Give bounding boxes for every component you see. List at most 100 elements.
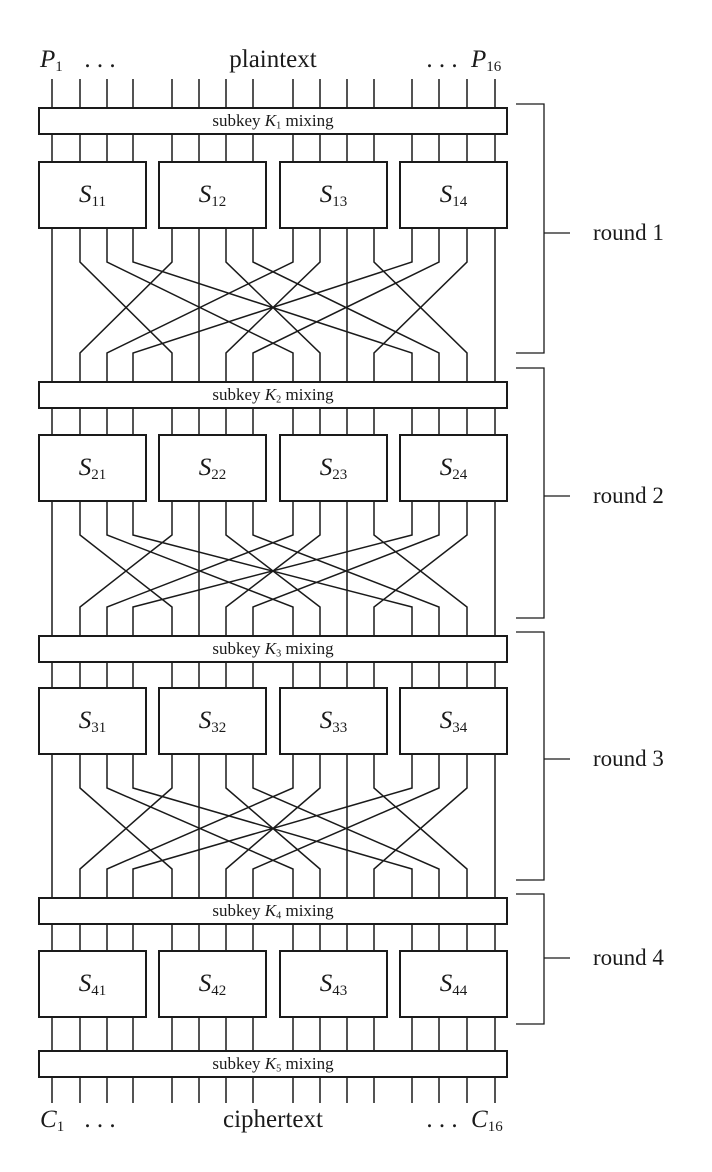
sbox [38, 434, 147, 502]
subkey-bar-label-part: subkey [212, 111, 265, 130]
sbox [38, 161, 147, 229]
subkey-bar-label: subkey K1 mixing [39, 108, 507, 140]
sbox-label-part: S [439, 970, 453, 997]
subkey-bar-label-part: mixing [281, 639, 334, 658]
sbox-label-part: 34 [452, 719, 468, 736]
subkey-bar-label-part: subkey [212, 385, 265, 404]
sbox [399, 161, 508, 229]
permutation-wire [79, 501, 173, 636]
sbox-label-part: 12 [211, 193, 227, 210]
sbox-label: S14 [400, 180, 507, 217]
top-right-ellipsis: . . . [426, 46, 458, 73]
p16-label: P16 [471, 44, 521, 76]
c16-var: C [471, 1106, 488, 1133]
sbox-label-part: S [198, 181, 212, 208]
sbox-label-part: S [319, 707, 333, 734]
sbox [158, 950, 267, 1018]
sbox-label: S32 [159, 706, 266, 743]
subkey-bar-label-part: K [264, 1054, 277, 1073]
subkey-bar-label-part: mixing [281, 385, 334, 404]
c16-subscript: 16 [487, 1118, 503, 1135]
sbox-label: S33 [280, 706, 387, 743]
sbox-label-part: 31 [91, 719, 107, 736]
subkey-bar-label-part: mixing [281, 1054, 334, 1073]
round-1-label: round 1 [593, 220, 664, 245]
sbox-label: S41 [39, 969, 146, 1006]
sbox-label: S23 [280, 453, 387, 490]
subkey-bar-label-part: 2 [276, 394, 282, 406]
permutation-wire [373, 501, 468, 636]
sbox-label: S12 [159, 180, 266, 217]
sbox-label-part: S [439, 454, 453, 481]
plaintext-label: plaintext [229, 46, 317, 73]
sbox-label-part: S [198, 454, 212, 481]
subkey-mixing-bar [38, 897, 508, 925]
permutation-wire [373, 754, 468, 898]
subkey-bar-label: subkey K2 mixing [39, 382, 507, 414]
subkey-bar-label-part: subkey [212, 901, 265, 920]
permutation-wire [79, 228, 173, 382]
sbox-label-part: 44 [452, 982, 468, 999]
sbox [158, 687, 267, 755]
subkey-bar-label-part: K [264, 111, 277, 130]
sbox-label: S24 [400, 453, 507, 490]
permutation-wire [79, 501, 173, 636]
subkey-bar-label-part: 1 [276, 120, 282, 132]
sbox-label-part: 13 [332, 193, 348, 210]
p1-subscript: 1 [55, 58, 63, 75]
permutation-wire [373, 228, 468, 382]
permutation-wire [132, 228, 413, 382]
subkey-mixing-bar [38, 381, 508, 409]
permutation-wire [373, 501, 468, 636]
sbox-label-part: 11 [91, 193, 106, 210]
permutation-wire [132, 501, 413, 636]
sbox-label: S42 [159, 969, 266, 1006]
subkey-mixing-bar [38, 635, 508, 663]
sbox-label: S44 [400, 969, 507, 1006]
round-bracket [516, 103, 545, 354]
permutation-wire [106, 754, 294, 898]
subkey-bar-label: subkey K3 mixing [39, 636, 507, 668]
sbox-label-part: 22 [211, 466, 227, 483]
permutation-wire [225, 501, 321, 636]
sbox-label-part: 24 [452, 466, 468, 483]
subkey-bar-label-part: K [264, 639, 277, 658]
subkey-bar-label-part: K [264, 385, 277, 404]
sbox-label-part: 23 [332, 466, 348, 483]
round-2-label: round 2 [593, 483, 664, 508]
permutation-wire [225, 228, 321, 382]
sbox-label-part: 33 [332, 719, 348, 736]
sbox-label-part: 21 [91, 466, 107, 483]
sbox-label-part: S [439, 181, 453, 208]
p16-var: P [471, 46, 487, 73]
sbox-label-part: S [439, 707, 453, 734]
sbox [279, 434, 388, 502]
subkey-bar-label-part: mixing [281, 111, 334, 130]
subkey-bar-label-part: 3 [276, 648, 282, 660]
sbox [279, 161, 388, 229]
subkey-bar-label-part: K [264, 901, 277, 920]
subkey-mixing-bar [38, 1050, 508, 1078]
sbox-label-part: S [198, 707, 212, 734]
c1-var: C [40, 1106, 57, 1133]
permutation-wire [225, 754, 321, 898]
sbox-label-part: S [319, 181, 333, 208]
permutation-wire [373, 228, 468, 382]
sbox-label-part: 43 [332, 982, 348, 999]
sbox-label-part: S [78, 707, 92, 734]
permutation-wire [225, 754, 321, 898]
permutation-wire [79, 228, 173, 382]
sbox-label-part: S [319, 454, 333, 481]
permutation-wire [225, 501, 321, 636]
sbox [279, 950, 388, 1018]
ciphertext-label: ciphertext [223, 1106, 323, 1133]
sbox-label-part: 14 [452, 193, 468, 210]
permutation-wire [252, 754, 440, 898]
sbox-label: S13 [280, 180, 387, 217]
sbox [279, 687, 388, 755]
subkey-bar-label: subkey K5 mixing [39, 1051, 507, 1083]
sbox-label-part: 42 [211, 982, 227, 999]
sbox-label-part: S [78, 970, 92, 997]
